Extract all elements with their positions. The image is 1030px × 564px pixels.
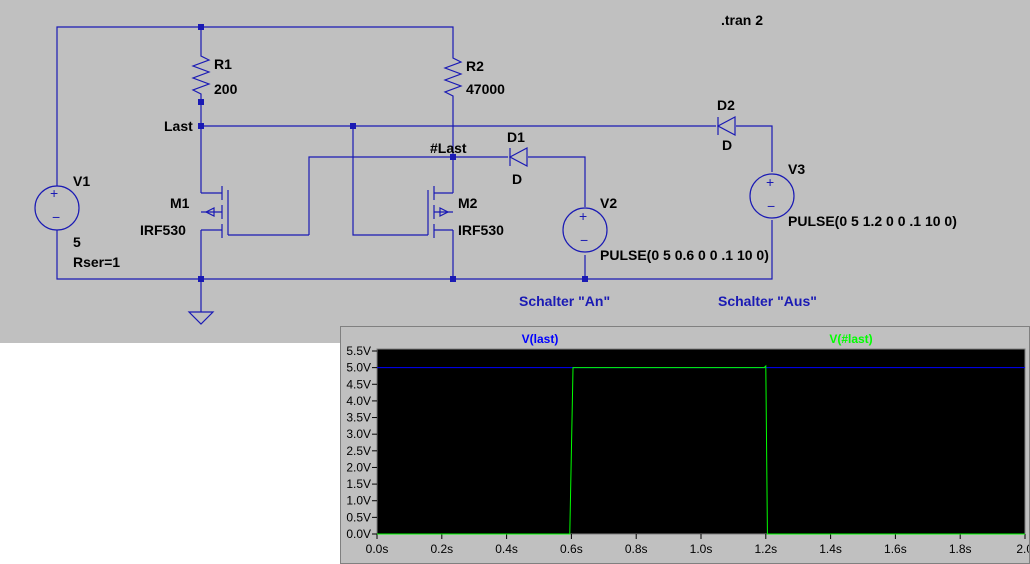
y-tick-label: 3.5V	[346, 411, 371, 425]
y-tick-label: 4.0V	[346, 394, 371, 408]
tran-directive[interactable]: .tran 2	[721, 12, 763, 28]
ground-icon	[187, 311, 215, 325]
y-tick-label: 1.0V	[346, 494, 371, 508]
m1-model: IRF530	[140, 222, 186, 238]
net-label-not-last: #Last	[430, 140, 467, 156]
traces	[377, 364, 1025, 535]
x-tick-label: 0.6s	[560, 542, 583, 556]
x-tick-label: 1.4s	[819, 542, 842, 556]
y-tick-label: 5.0V	[346, 361, 371, 375]
r1-resistor[interactable]	[191, 50, 211, 98]
svg-text:−: −	[52, 209, 60, 225]
x-tick-label: 0.4s	[495, 542, 518, 556]
x-tick-label: 0.2s	[430, 542, 453, 556]
d2-diode[interactable]	[716, 116, 736, 136]
v3-source[interactable]: + −	[749, 173, 795, 219]
y-tick-label: 2.5V	[346, 444, 371, 458]
y-tick-label: 3.0V	[346, 427, 371, 441]
d2-name: D2	[717, 97, 735, 113]
trace-v-not-last[interactable]	[377, 364, 1025, 535]
v1-name: V1	[73, 173, 90, 189]
x-tick-label: 1.2s	[754, 542, 777, 556]
v2-name: V2	[600, 195, 617, 211]
legend-v-not-last[interactable]: V(#last)	[829, 332, 872, 346]
y-axis: 0.0V 0.5V 1.0V 1.5V 2.0V 2.5V 3.0V 3.5V 4.0V 4.5V…	[346, 344, 377, 541]
r2-name: R2	[466, 58, 484, 74]
waveform-viewer[interactable]: 0.0V 0.5V 1.0V 1.5V 2.0V 2.5V 3.0V 3.5V 4.0V 4.5V…	[340, 326, 1030, 564]
y-tick-label: 0.5V	[346, 510, 371, 524]
d1-name: D1	[507, 129, 525, 145]
svg-text:+: +	[766, 174, 774, 190]
m1-mosfet[interactable]	[201, 186, 229, 238]
d1-diode[interactable]	[508, 147, 528, 167]
m1-name: M1	[170, 195, 190, 211]
v1-rser: Rser=1	[73, 254, 120, 270]
x-axis: 0.0s 0.2s 0.4s 0.6s 0.8s 1.0s 1.2s 1.4s 1.6s 1.8s…	[366, 534, 1029, 556]
y-tick-label: 5.5V	[346, 344, 371, 358]
v2-value: PULSE(0 5 0.6 0 0 .1 10 0)	[600, 247, 769, 263]
v3-name: V3	[788, 161, 805, 177]
m2-model: IRF530	[458, 222, 504, 238]
x-tick-label: 0.0s	[366, 542, 389, 556]
y-tick-label: 4.5V	[346, 377, 371, 391]
d1-model: D	[512, 171, 522, 187]
r2-value: 47000	[466, 81, 505, 97]
r2-resistor[interactable]	[443, 52, 463, 98]
junction-nodes	[198, 24, 588, 282]
svg-text:+: +	[579, 208, 587, 224]
net-label-last: Last	[164, 118, 193, 134]
trace-legend[interactable]: V(last) V(#last)	[522, 332, 873, 346]
v2-source[interactable]: + −	[562, 207, 608, 253]
x-tick-label: 1.6s	[884, 542, 907, 556]
v1-value: 5	[73, 234, 81, 250]
comment-switch-off: Schalter "Aus"	[718, 293, 817, 309]
svg-text:−: −	[580, 232, 588, 248]
m2-mosfet[interactable]	[427, 186, 453, 238]
legend-v-last[interactable]: V(last)	[522, 332, 559, 346]
schematic-canvas[interactable]: + − V1 5 Rser=1 R1 200 R2 47000 Last #La…	[0, 0, 1030, 343]
plot-area[interactable]	[376, 348, 1026, 535]
x-tick-label: 1.8s	[949, 542, 972, 556]
m2-name: M2	[458, 195, 478, 211]
r1-name: R1	[214, 56, 232, 72]
svg-text:+: +	[50, 185, 58, 201]
x-tick-label: 1.0s	[690, 542, 713, 556]
y-tick-label: 1.5V	[346, 477, 371, 491]
x-tick-label: 0.8s	[625, 542, 648, 556]
y-tick-label: 2.0V	[346, 460, 371, 474]
x-tick-label: 2.0s	[1016, 542, 1029, 556]
v1-source[interactable]: + −	[34, 172, 80, 232]
v3-value: PULSE(0 5 1.2 0 0 .1 10 0)	[788, 213, 957, 229]
comment-switch-on: Schalter "An"	[519, 293, 610, 309]
d2-model: D	[722, 137, 732, 153]
y-tick-label: 0.0V	[346, 527, 371, 541]
wires	[56, 26, 773, 312]
svg-text:−: −	[767, 198, 775, 214]
r1-value: 200	[214, 81, 238, 97]
